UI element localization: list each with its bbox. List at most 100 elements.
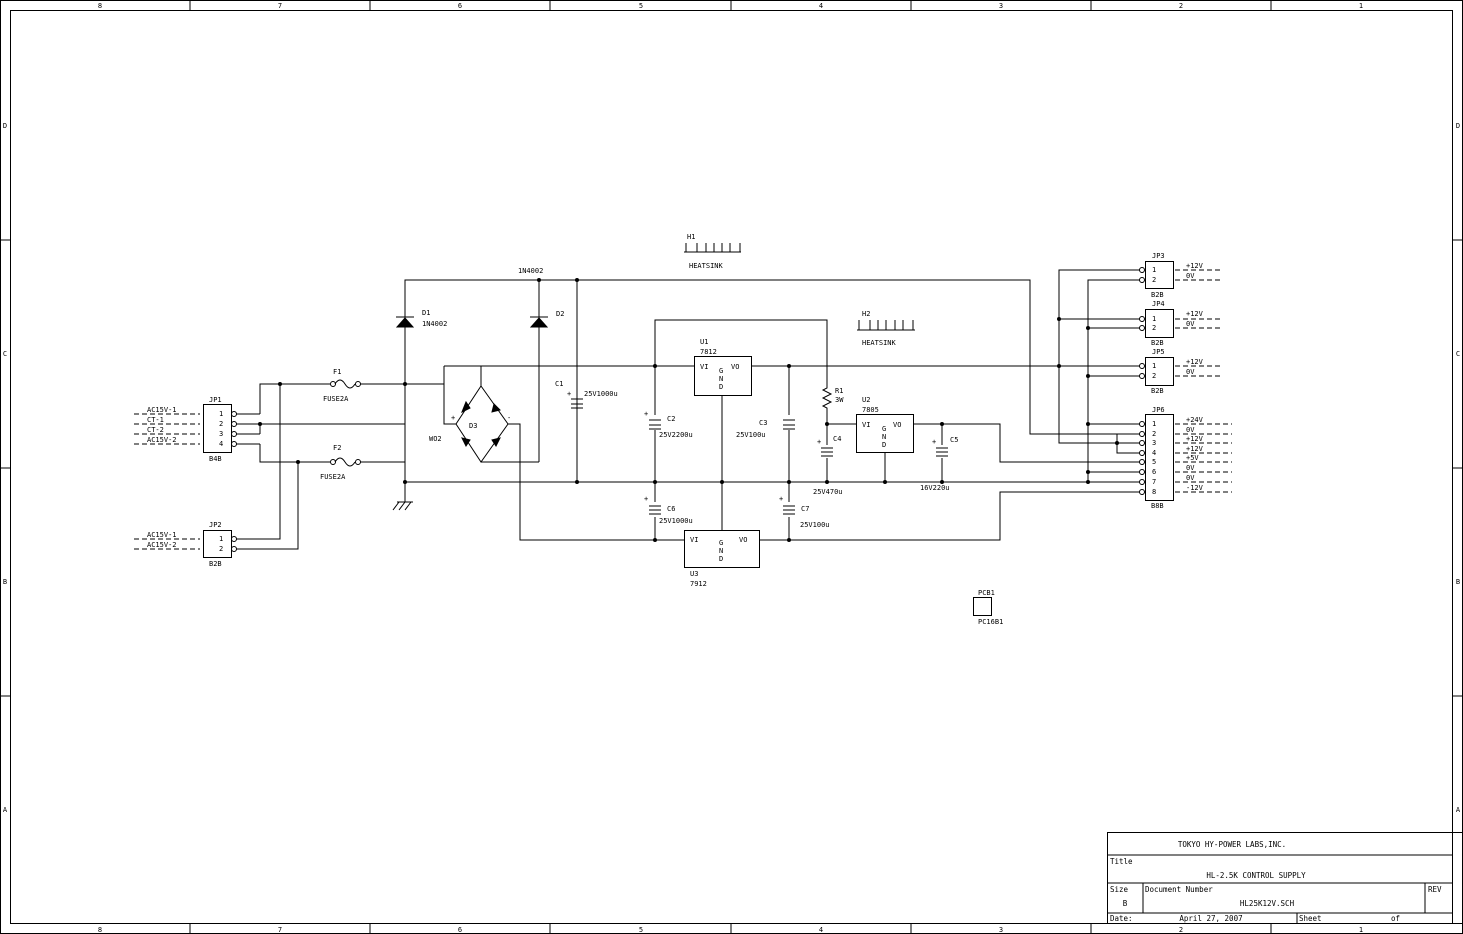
u1-vi: VI (700, 363, 708, 371)
pcb1-box (974, 598, 992, 616)
c2-value: 25V2200u (659, 431, 693, 439)
u2-vo: VO (893, 421, 901, 429)
heatsink-h2 (857, 320, 915, 330)
u2-value: 7805 (862, 406, 879, 414)
u3-vi: VI (690, 536, 698, 544)
capacitor-c3 (783, 420, 795, 429)
h1-value: HEATSINK (689, 262, 724, 270)
r1-ref: R1 (835, 387, 843, 395)
zone-col-label: 4 (819, 2, 823, 10)
c1-ref: C1 (555, 380, 563, 388)
c5-plus: + (932, 438, 936, 446)
rev-label: REV (1428, 885, 1442, 894)
c4-ref: C4 (833, 435, 841, 443)
fuse-f2 (331, 458, 361, 466)
capacitor-c7 (783, 506, 795, 514)
diode-d1 (396, 317, 414, 327)
c1-value: 25V1000u (584, 390, 618, 398)
r1-value: 3W (835, 396, 844, 404)
u1-value: 7812 (700, 348, 717, 356)
jp5-net: 0V (1186, 368, 1195, 376)
c3-value: 25V100u (736, 431, 766, 439)
jp3-pin: 1 (1152, 266, 1156, 274)
zone-row-label: C (1456, 350, 1460, 358)
jp5-pin: 1 (1152, 362, 1156, 370)
jp6-pin: 5 (1152, 458, 1156, 466)
of-label: of (1391, 914, 1400, 923)
c1-plus: + (567, 390, 571, 398)
jp5-connector (1140, 358, 1223, 386)
zone-col-label: 4 (819, 926, 823, 934)
zone-col-label: 5 (639, 2, 643, 10)
jp6-net: 0V (1186, 464, 1195, 472)
jp6-pin: 7 (1152, 478, 1156, 486)
jp4-value: B2B (1151, 339, 1164, 347)
jp1-net: CT-2 (147, 426, 164, 434)
u1-ref: U1 (700, 338, 708, 346)
zone-col-label: 8 (98, 926, 102, 934)
zone-col-label: 6 (458, 926, 462, 934)
jp1-net: AC15V-2 (147, 436, 177, 444)
docnum-value: HL25K12V.SCH (1240, 899, 1295, 908)
capacitor-c1 (571, 399, 583, 408)
jp6-ref: JP6 (1152, 406, 1165, 414)
f1-ref: F1 (333, 368, 341, 376)
zone-row-label: D (3, 122, 7, 130)
c7-plus: + (779, 495, 783, 503)
zone-row-label: A (3, 806, 8, 814)
capacitor-c4 (821, 448, 833, 456)
jp6-net: 0V (1186, 426, 1195, 434)
jp5-net: +12V (1186, 358, 1204, 366)
jp5-ref: JP5 (1152, 348, 1165, 356)
size-label: Size (1110, 885, 1129, 894)
d1-ref: D1 (422, 309, 430, 317)
capacitor-c2 (649, 420, 661, 429)
jp1-pin: 3 (219, 430, 223, 438)
jp3-pin: 2 (1152, 276, 1156, 284)
capacitor-c6 (649, 506, 661, 514)
jp5-value: B2B (1151, 387, 1164, 395)
jp4-net: +12V (1186, 310, 1204, 318)
zone-col-label: 2 (1179, 2, 1183, 10)
zone-row-label: D (1456, 122, 1460, 130)
company-name: TOKYO HY-POWER LABS,INC. (1178, 840, 1286, 849)
c6-ref: C6 (667, 505, 675, 513)
jp3-net: +12V (1186, 262, 1204, 270)
pcb1-ref: PCB1 (978, 589, 995, 597)
jp6-connector (1140, 415, 1233, 501)
zone-col-label: 7 (278, 2, 282, 10)
c6-value: 25V1000u (659, 517, 693, 525)
u2-gnd: N (882, 433, 886, 441)
c2-plus: + (644, 410, 648, 418)
d2-ref: D2 (556, 310, 564, 318)
u1-vo: VO (731, 363, 739, 371)
zone-col-label: 1 (1359, 926, 1363, 934)
jp6-value: B8B (1151, 502, 1164, 510)
jp2-pin: 2 (219, 545, 223, 553)
jp1-pin: 1 (219, 410, 223, 418)
jp2-ref: JP2 (209, 521, 222, 529)
jp1-connector (134, 405, 237, 453)
d2-value: 1N4002 (518, 267, 543, 275)
regulator-u3 (685, 531, 760, 568)
d3-ref: D3 (469, 422, 477, 430)
d3-minus: - (507, 414, 511, 422)
jp6-net: 0V (1186, 474, 1195, 482)
zone-col-label: 8 (98, 2, 102, 10)
zone-row-label: A (1456, 806, 1461, 814)
u3-gnd: D (719, 555, 723, 563)
h1-ref: H1 (687, 233, 695, 241)
d3-value: WO2 (429, 435, 442, 443)
u3-ref: U3 (690, 570, 698, 578)
jp6-pin: 8 (1152, 488, 1156, 496)
f1-value: FUSE2A (323, 395, 349, 403)
u3-gnd: G (719, 539, 723, 547)
c3-ref: C3 (759, 419, 767, 427)
zone-col-label: 7 (278, 926, 282, 934)
zone-col-label: 3 (999, 926, 1003, 934)
ground-symbol (393, 482, 413, 510)
title-block (1107, 833, 1463, 924)
jp6-net: +12V (1186, 445, 1204, 453)
u3-vo: VO (739, 536, 747, 544)
